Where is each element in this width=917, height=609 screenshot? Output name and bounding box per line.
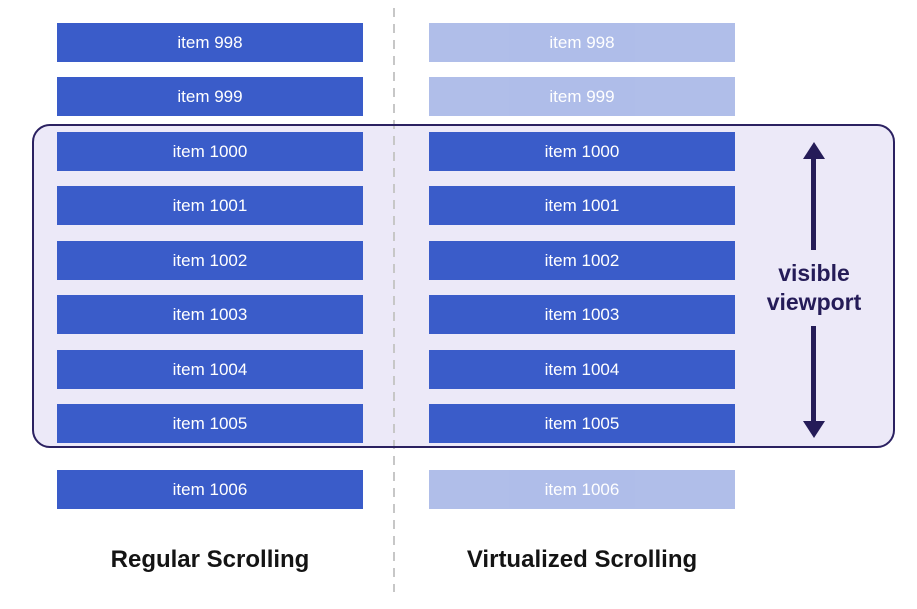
arrow-down-shaft [811,326,816,422]
list-item: item 1001 [429,186,735,225]
arrow-down-icon [803,421,825,438]
list-item: item 1002 [429,241,735,280]
list-item: item 1006 [57,470,363,509]
arrow-up-icon [803,142,825,159]
visible-viewport-outline [32,124,895,448]
list-item: item 998 [57,23,363,62]
list-item: item 1002 [57,241,363,280]
virtualized-scrolling-column: item 998 item 999 item 1000 item 1001 it… [429,0,735,609]
regular-scrolling-column: item 998 item 999 item 1000 item 1001 it… [57,0,363,609]
list-item: item 1001 [57,186,363,225]
list-item: item 1005 [429,404,735,443]
list-item: item 1003 [429,295,735,334]
list-item: item 1004 [57,350,363,389]
virtualized-scrolling-caption: Virtualized Scrolling [466,546,698,573]
list-item: item 1006 [429,470,735,509]
arrow-up-shaft [811,156,816,250]
list-item: item 1004 [429,350,735,389]
list-item: item 1003 [57,295,363,334]
regular-scrolling-caption: Regular Scrolling [110,546,310,573]
list-item: item 999 [429,77,735,116]
list-item: item 1000 [429,132,735,171]
visible-viewport-label: visible viewport [766,260,862,315]
list-item: item 999 [57,77,363,116]
column-divider-dashed-line [393,8,395,592]
list-item: item 998 [429,23,735,62]
visible-viewport-region [32,124,895,448]
list-item: item 1000 [57,132,363,171]
list-item: item 1005 [57,404,363,443]
